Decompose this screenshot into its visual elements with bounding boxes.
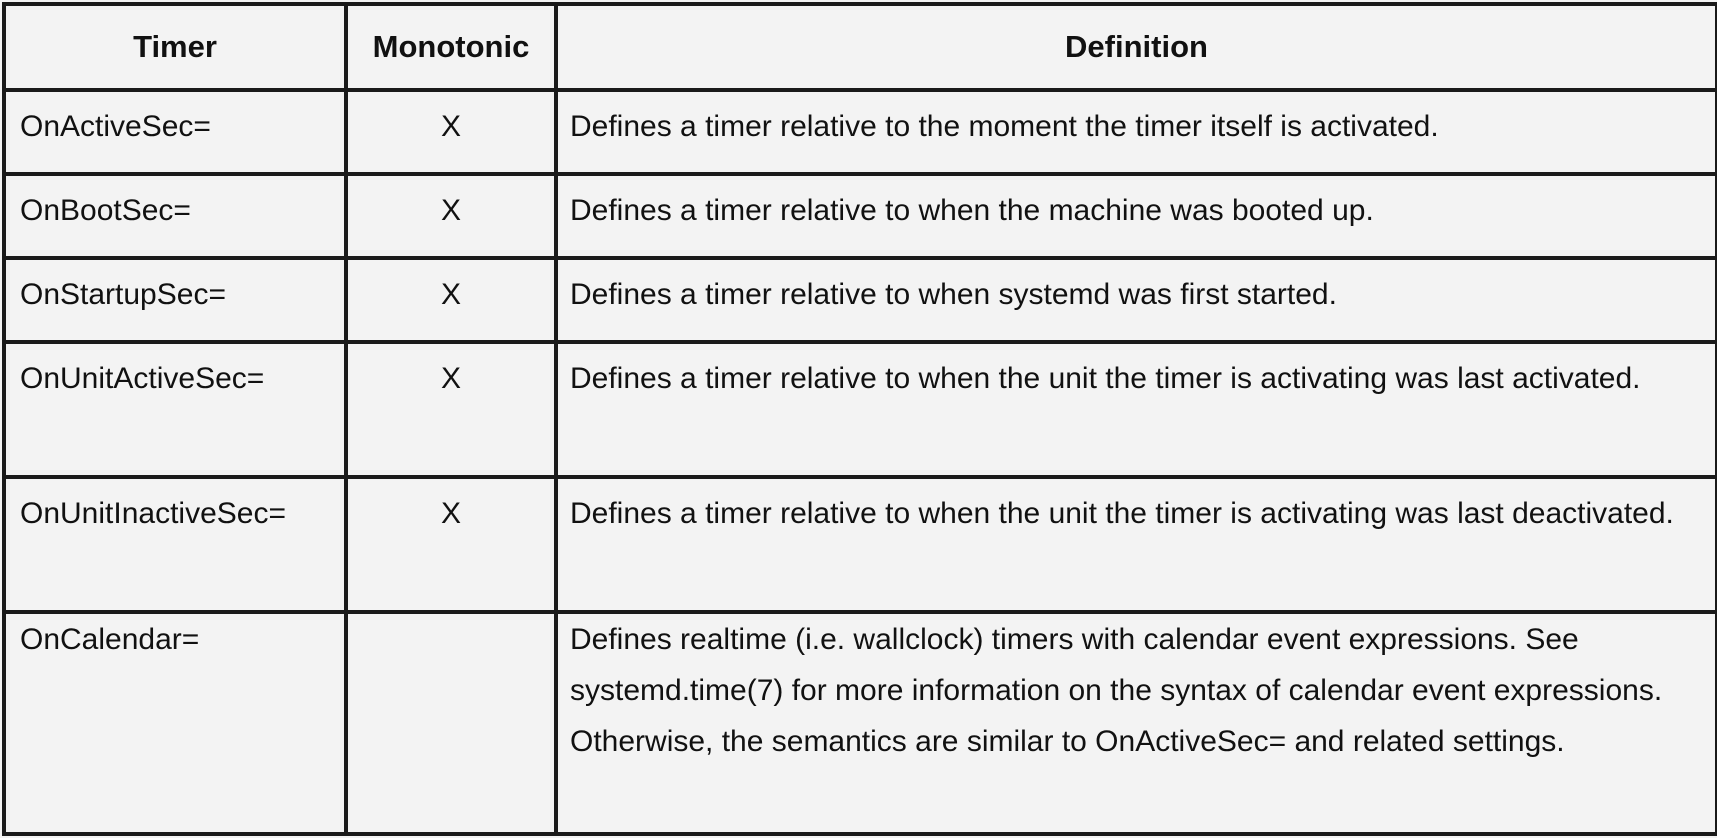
monotonic-cell: X <box>344 256 558 344</box>
table-header-row: Timer Monotonic Definition <box>2 2 1717 92</box>
timer-cell: OnUnitInactiveSec= <box>2 475 348 614</box>
table-row: OnStartupSec= X Defines a timer relative… <box>2 256 1717 344</box>
monotonic-cell: X <box>344 475 558 614</box>
monotonic-cell: X <box>344 340 558 479</box>
table-row: OnCalendar= Defines realtime (i.e. wallc… <box>2 610 1717 836</box>
timer-cell: OnCalendar= <box>2 610 348 836</box>
definition-cell: Defines a timer relative to the moment t… <box>554 88 1717 176</box>
table-row: OnUnitInactiveSec= X Defines a timer rel… <box>2 475 1717 614</box>
monotonic-cell: X <box>344 172 558 260</box>
definition-cell: Defines a timer relative to when systemd… <box>554 256 1717 344</box>
header-definition: Definition <box>554 2 1717 92</box>
timer-cell: OnBootSec= <box>2 172 348 260</box>
timer-cell: OnActiveSec= <box>2 88 348 176</box>
table-row: OnActiveSec= X Defines a timer relative … <box>2 88 1717 176</box>
table-row: OnBootSec= X Defines a timer relative to… <box>2 172 1717 260</box>
table-row: OnUnitActiveSec= X Defines a timer relat… <box>2 340 1717 479</box>
timer-cell: OnStartupSec= <box>2 256 348 344</box>
definition-cell: Defines a timer relative to when the uni… <box>554 340 1717 479</box>
definition-cell: Defines a timer relative to when the uni… <box>554 475 1717 614</box>
header-monotonic: Monotonic <box>344 2 558 92</box>
timer-cell: OnUnitActiveSec= <box>2 340 348 479</box>
monotonic-cell: X <box>344 88 558 176</box>
definition-cell: Defines realtime (i.e. wallclock) timers… <box>554 610 1717 836</box>
monotonic-cell <box>344 610 558 836</box>
definition-cell: Defines a timer relative to when the mac… <box>554 172 1717 260</box>
header-timer: Timer <box>2 2 348 92</box>
